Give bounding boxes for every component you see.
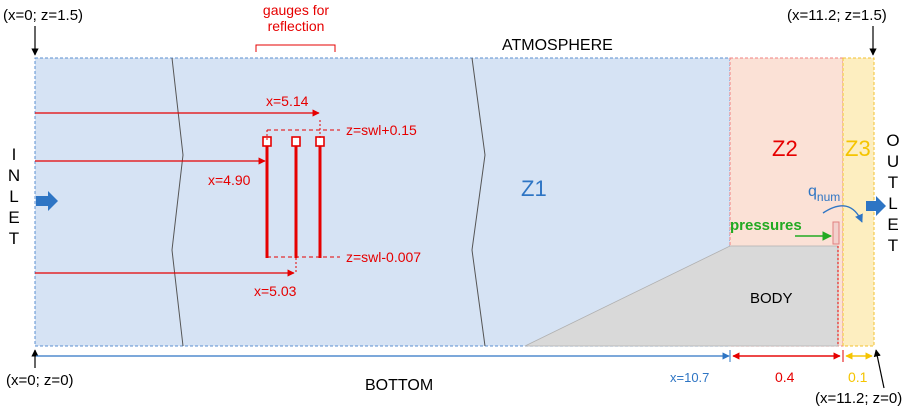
- dim-01-label: 0.1: [848, 369, 868, 385]
- outlet-letter: L: [888, 194, 897, 213]
- break-line-right: [471, 57, 486, 347]
- zone3-label: Z3: [845, 136, 871, 161]
- inlet-flow-arrow-icon: [36, 191, 58, 211]
- z-bottom-label: z=swl-0.007: [346, 249, 421, 265]
- pressure-sensor: [832, 221, 840, 245]
- gauge-head: [315, 136, 325, 147]
- bottom-label: BOTTOM: [365, 377, 433, 394]
- gauge-head: [262, 136, 272, 147]
- bottom-right-corner-label: (x=11.2; z=0): [815, 390, 902, 407]
- gauge-head: [291, 136, 301, 147]
- atmosphere-label: ATMOSPHERE: [502, 37, 613, 54]
- x-514-label: x=5.14: [266, 93, 309, 109]
- zone1-label: Z1: [521, 176, 547, 201]
- zone2-label: Z2: [772, 136, 798, 161]
- z-top-label: z=swl+0.15: [346, 122, 417, 138]
- outlet-letter: O: [886, 131, 899, 150]
- bottom-right-tick: [873, 349, 885, 389]
- gauges-bracket: [255, 44, 336, 52]
- inlet-letter: L: [9, 187, 18, 206]
- x-107-label: x=10.7: [670, 370, 709, 385]
- x-503-label: x=5.03: [254, 283, 297, 299]
- outlet-flow-arrow-icon: [866, 196, 886, 216]
- outlet-letter: U: [887, 152, 899, 171]
- inlet-letter: E: [8, 208, 19, 227]
- outlet-letter: T: [888, 173, 898, 192]
- bottom-left-corner-label: (x=0; z=0): [6, 372, 74, 389]
- outlet-letter: E: [887, 215, 898, 234]
- top-left-corner-label: (x=0; z=1.5): [3, 7, 83, 24]
- inlet-letter: I: [12, 145, 17, 164]
- body-label: BODY: [750, 290, 793, 307]
- pressures-label: pressures: [730, 217, 802, 234]
- x-490-label: x=4.90: [208, 172, 251, 188]
- top-right-corner-label: (x=11.2; z=1.5): [787, 7, 887, 24]
- gauges-label-line2: reflection: [268, 18, 325, 34]
- gauges-label-line1: gauges for: [263, 2, 329, 18]
- inlet-letter: T: [9, 229, 19, 248]
- dim-04-label: 0.4: [775, 369, 795, 385]
- inlet-letter: N: [8, 166, 20, 185]
- break-line-left: [171, 57, 184, 347]
- qnum-flux-arrow: [822, 205, 863, 223]
- zone1-region: [34, 57, 731, 347]
- qnum-label: qnum: [808, 183, 840, 204]
- outlet-letter: T: [888, 236, 898, 255]
